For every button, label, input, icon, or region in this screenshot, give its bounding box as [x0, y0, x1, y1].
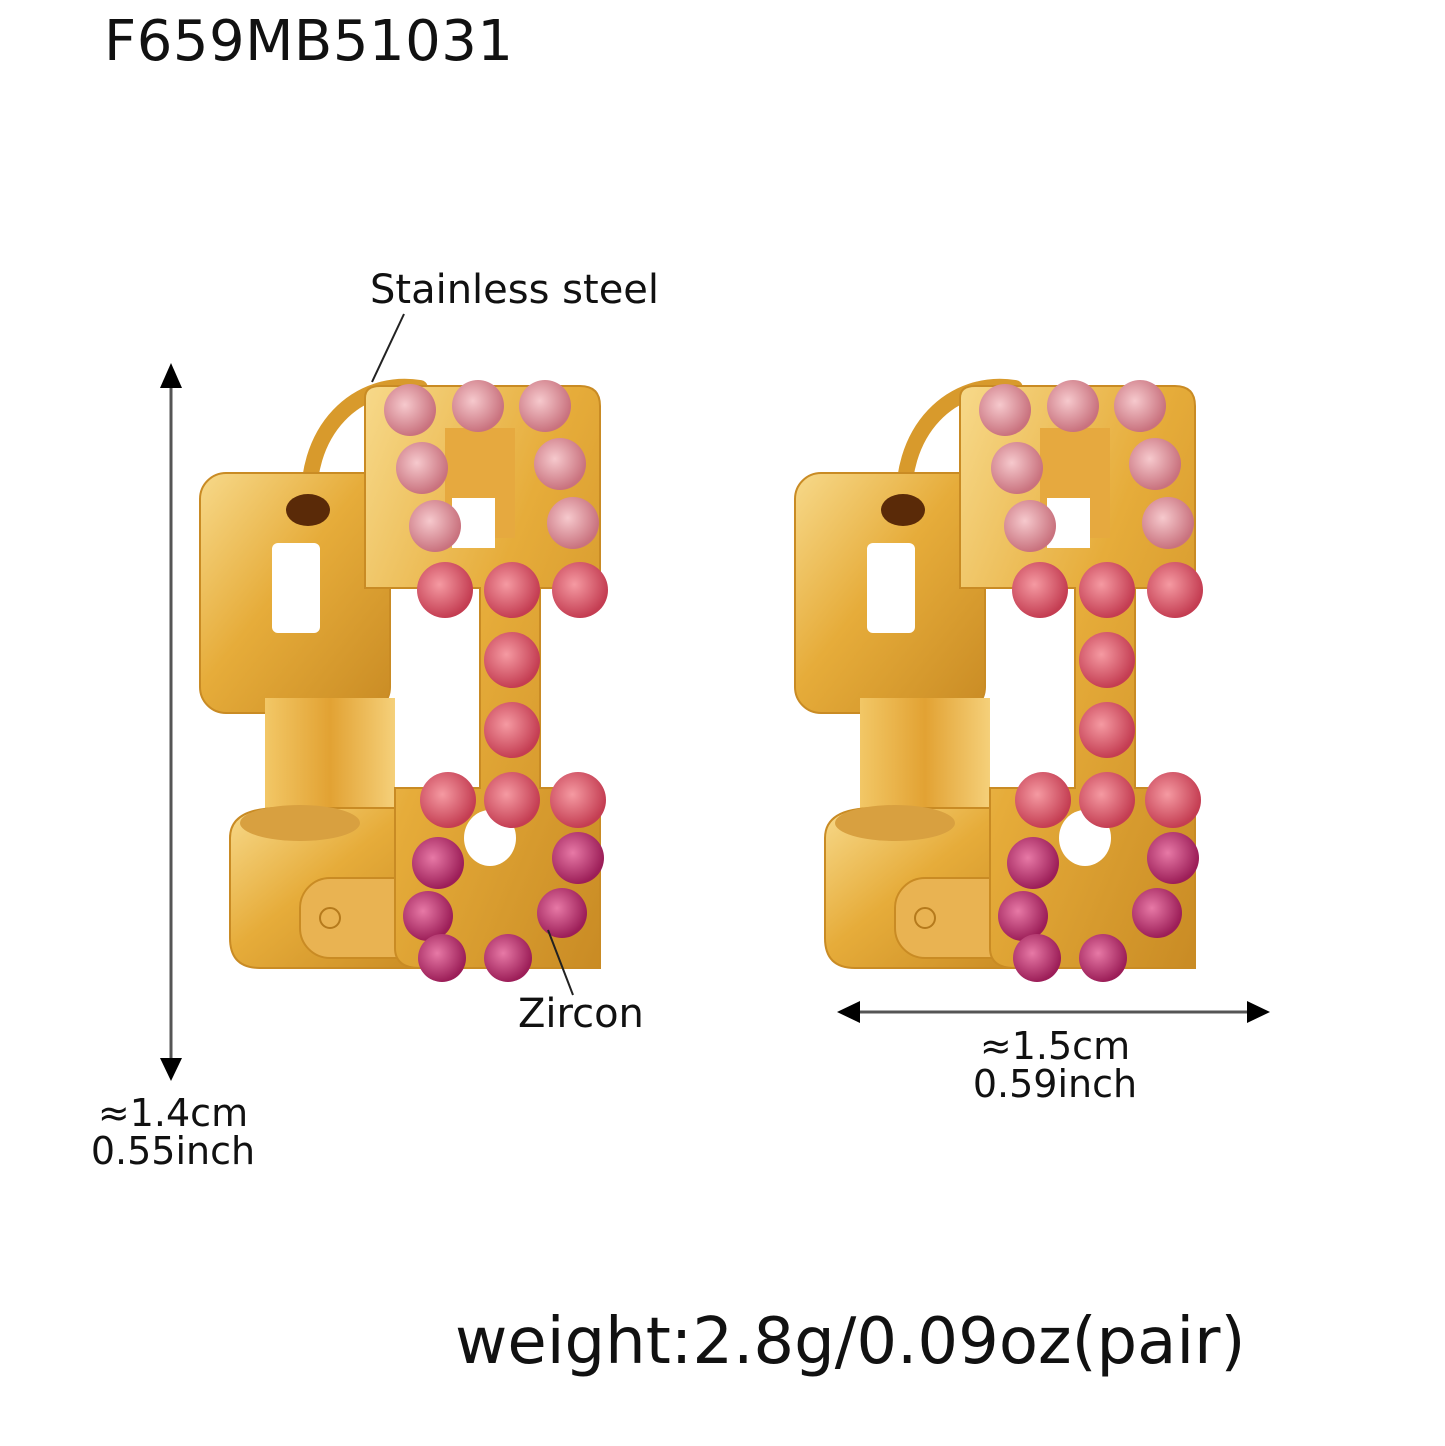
height-cm: ≈1.4cm — [97, 1091, 249, 1135]
width-dimension-arrow — [837, 1001, 1270, 1023]
height-inch: 0.55inch — [90, 1129, 256, 1173]
material-leader-line — [371, 313, 405, 383]
stone-callout-label: Zircon — [518, 991, 644, 1037]
width-dimension-label: ≈1.5cm 0.59inch — [955, 1027, 1155, 1103]
width-cm: ≈1.5cm — [979, 1024, 1131, 1068]
product-sku: F659MB51031 — [104, 9, 514, 74]
weight-label: weight:2.8g/0.09oz(pair) — [455, 1305, 1246, 1379]
height-dimension-arrow — [160, 363, 182, 1081]
earring-right — [795, 380, 1203, 982]
stone-leader-line — [547, 929, 574, 996]
height-dimension-label: ≈1.4cm 0.55inch — [78, 1094, 268, 1170]
width-inch: 0.59inch — [972, 1062, 1138, 1106]
earring-left — [200, 380, 608, 982]
material-callout-label: Stainless steel — [370, 267, 660, 313]
